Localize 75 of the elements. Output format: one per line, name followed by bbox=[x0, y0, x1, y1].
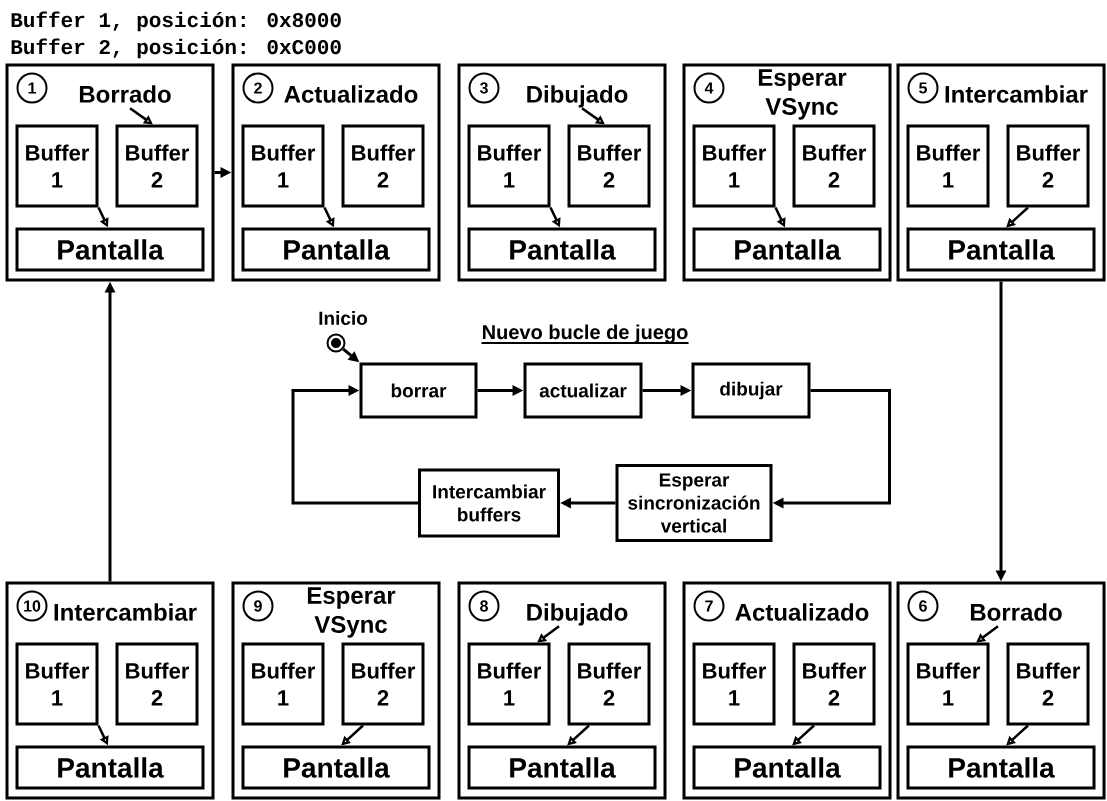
start-node bbox=[326, 333, 346, 353]
screen-box: Pantalla bbox=[241, 227, 431, 272]
buffer-box: Buffer 1 bbox=[906, 124, 990, 208]
screen-box: Pantalla bbox=[467, 227, 657, 272]
stage-panel bbox=[682, 63, 892, 282]
step-number: 3 bbox=[468, 72, 500, 104]
process-box: Intercambiar buffers bbox=[418, 468, 560, 538]
stage-title: Dibujado bbox=[527, 603, 628, 626]
arrow bbox=[291, 385, 418, 505]
buffer-box: Buffer 2 bbox=[341, 124, 425, 208]
screen-box: Pantalla bbox=[906, 745, 1096, 790]
stage-title: Dibujado bbox=[527, 85, 628, 108]
stage-title: Borrado bbox=[970, 603, 1062, 625]
buffer-box: Buffer 1 bbox=[467, 642, 551, 726]
screen-box: Pantalla bbox=[15, 745, 205, 790]
stage-panel bbox=[896, 63, 1106, 282]
buffer-address: Buffer 1, posición: 0x8000 bbox=[11, 11, 341, 32]
buffer-address: Buffer 2, posición: 0xC000 bbox=[11, 38, 341, 59]
process-box: Esperar sincronización vertical bbox=[615, 464, 773, 542]
stage-panel bbox=[231, 581, 441, 800]
step-number: 4 bbox=[693, 72, 725, 104]
buffer-box: Buffer 2 bbox=[792, 642, 876, 726]
screen-box: Pantalla bbox=[692, 227, 882, 272]
screen-box: Pantalla bbox=[906, 227, 1096, 272]
buffer-box: Buffer 2 bbox=[341, 642, 425, 726]
stage-title: Borrado bbox=[79, 85, 171, 107]
start-label: Inicio bbox=[319, 311, 368, 325]
stage-panel bbox=[457, 63, 667, 282]
buffer-box: Buffer 1 bbox=[906, 642, 990, 726]
step-number: 1 bbox=[16, 72, 48, 104]
stage-panel bbox=[457, 581, 667, 800]
loop-title: Nuevo bucle de juego bbox=[480, 324, 690, 344]
step-number: 7 bbox=[693, 590, 725, 622]
buffer-box: Buffer 2 bbox=[1006, 642, 1090, 726]
step-number: 10 bbox=[16, 590, 48, 622]
step-number: 6 bbox=[907, 590, 939, 622]
buffer-box: Buffer 2 bbox=[567, 124, 651, 208]
stage-title: Intercambiar bbox=[54, 603, 197, 625]
stage-title: Actualizado bbox=[735, 603, 869, 625]
buffer-box: Buffer 1 bbox=[692, 124, 776, 208]
process-box: borrar bbox=[359, 362, 478, 419]
buffer-box: Buffer 1 bbox=[467, 124, 551, 208]
buffer-box: Buffer 2 bbox=[115, 642, 199, 726]
buffer-box: Buffer 1 bbox=[15, 124, 99, 208]
arrow bbox=[581, 107, 605, 125]
buffer-box: Buffer 1 bbox=[15, 642, 99, 726]
screen-box: Pantalla bbox=[467, 745, 657, 790]
buffer-box: Buffer 1 bbox=[241, 642, 325, 726]
buffer-box: Buffer 2 bbox=[115, 124, 199, 208]
stage-title: Actualizado bbox=[284, 85, 418, 107]
process-box: dibujar bbox=[691, 362, 811, 419]
step-number: 5 bbox=[907, 72, 939, 104]
stage-panel bbox=[5, 63, 215, 282]
stage-panel bbox=[5, 581, 215, 800]
screen-box: Pantalla bbox=[692, 745, 882, 790]
process-box: actualizar bbox=[523, 362, 643, 419]
arrow bbox=[976, 625, 999, 643]
stage-panel bbox=[231, 63, 441, 282]
stage-title: Esperar VSync bbox=[758, 69, 847, 120]
screen-box: Pantalla bbox=[241, 745, 431, 790]
screen-box: Pantalla bbox=[15, 227, 205, 272]
step-number: 2 bbox=[242, 72, 274, 104]
buffer-box: Buffer 2 bbox=[567, 642, 651, 726]
arrow bbox=[537, 625, 560, 643]
buffer-box: Buffer 2 bbox=[792, 124, 876, 208]
stage-title: Intercambiar bbox=[945, 85, 1088, 107]
arrow bbox=[129, 107, 153, 125]
stage-panel bbox=[682, 581, 892, 800]
stage-panel bbox=[896, 581, 1106, 800]
buffer-box: Buffer 2 bbox=[1006, 124, 1090, 208]
buffer-box: Buffer 1 bbox=[692, 642, 776, 726]
step-number: 8 bbox=[468, 590, 500, 622]
buffer-box: Buffer 1 bbox=[241, 124, 325, 208]
step-number: 9 bbox=[242, 590, 274, 622]
stage-title: Esperar VSync bbox=[307, 587, 396, 638]
